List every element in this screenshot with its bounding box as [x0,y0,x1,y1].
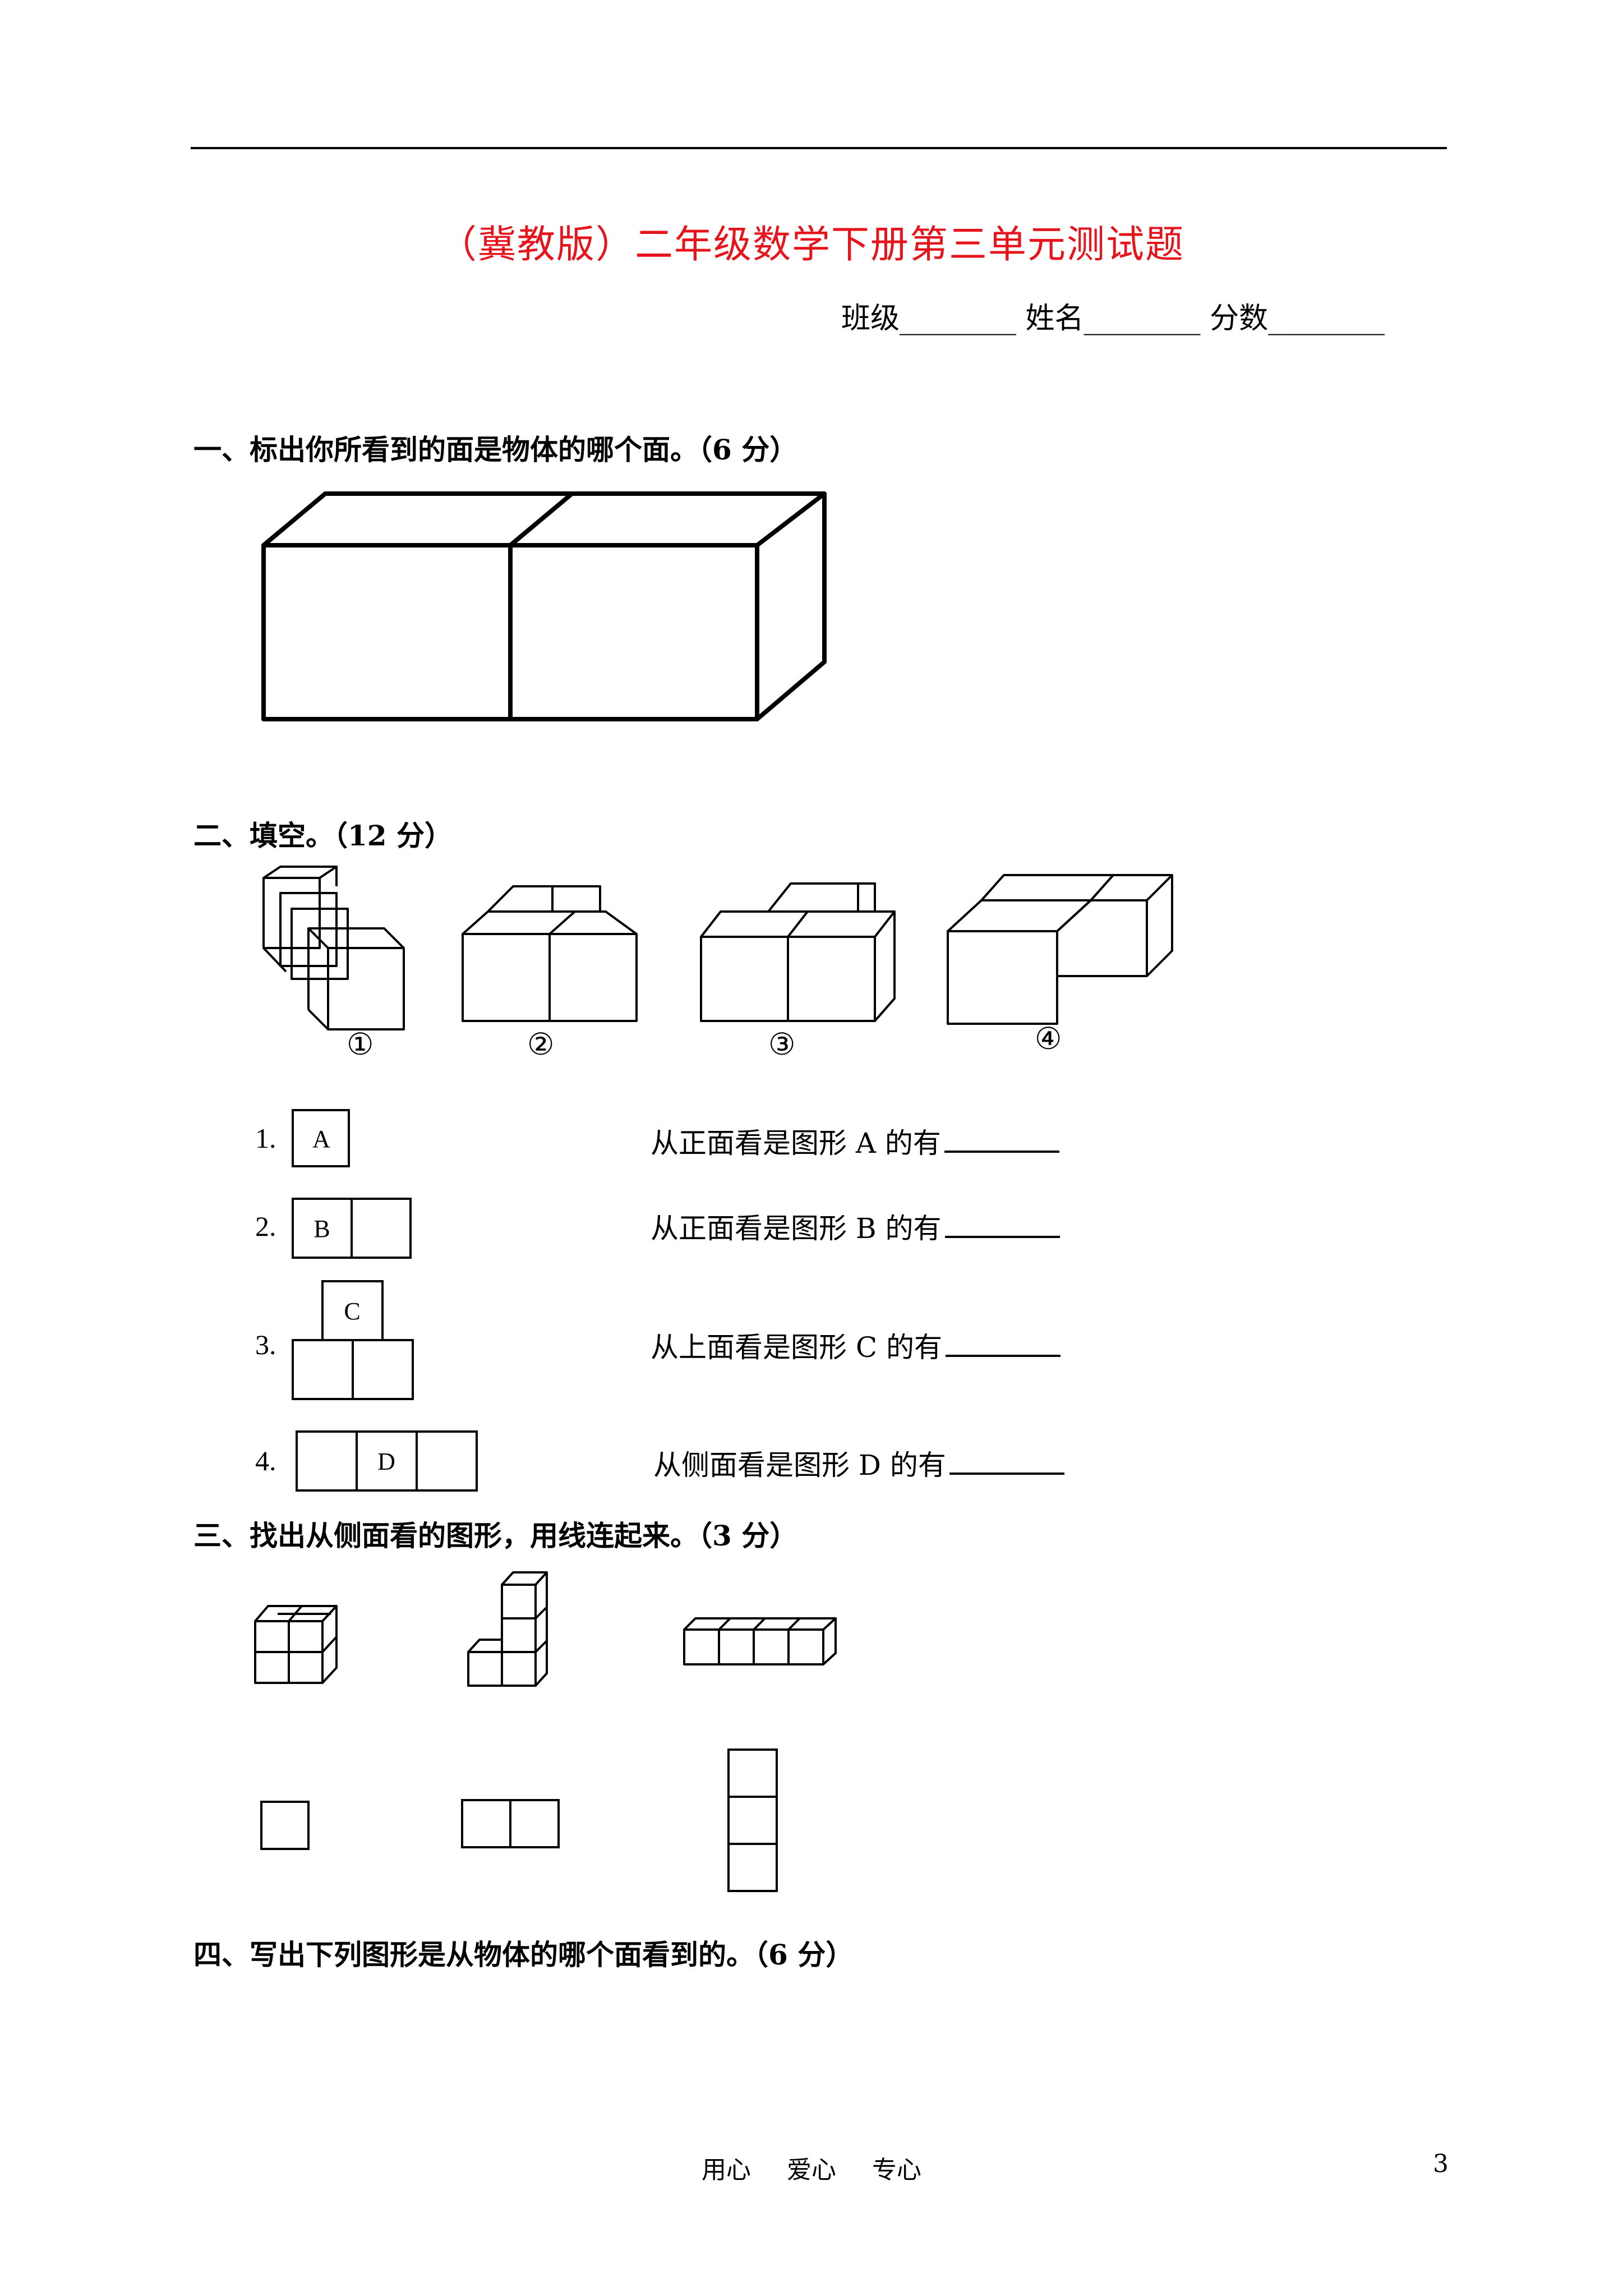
q2-figure-3 [695,872,903,1024]
footer-slogan: 用心爱心专心 [702,2156,921,2184]
shape-b-letter: B [313,1215,330,1243]
q2-heading: 二、填空。（12 分） [193,819,453,852]
q2-item-1-answer[interactable] [944,1150,1059,1153]
q2-shape-b: B [291,1197,414,1261]
q2-figure-1 [252,864,426,1032]
shape-d-letter: D [377,1448,395,1475]
class-field[interactable]: 班级________ [841,302,1017,335]
top-rule [191,147,1447,149]
q1-heading: 一、标出你所看到的面是物体的哪个面。（6 分） [193,433,798,466]
q2-figure-4 [942,864,1178,1027]
page-title: （冀教版）二年级数学下册第三单元测试题 [438,223,1184,267]
q3-object-l-shape [465,1568,555,1691]
q2-item-3-answer[interactable] [946,1354,1061,1357]
q2-figure-label-4: ④ [1035,1021,1062,1056]
q3-heading: 三、找出从侧面看的图形，用线连起来。（3 分） [193,1519,798,1552]
q2-figure-label-3: ③ [768,1027,796,1062]
q3-view-double [460,1798,561,1851]
name-field[interactable]: 姓名________ [1025,302,1201,335]
q2-shape-d: D [294,1429,479,1494]
q2-item-3-text: 从上面看是图形 C 的有 [651,1325,1061,1365]
q2-item-4-answer[interactable] [949,1472,1064,1475]
shape-a-letter: A [312,1125,330,1153]
q2-item-1-num: 1. [255,1122,276,1154]
q2-shape-a: A [291,1108,352,1170]
q2-item-2-answer[interactable] [944,1235,1060,1238]
q2-figure-2 [457,872,642,1024]
q2-figure-label-1: ① [347,1027,374,1062]
q3-object-cube-block [252,1602,342,1686]
q2-item-3-num: 3. [255,1329,276,1360]
q4-heading: 四、写出下列图形是从物体的哪个面看到的。（6 分） [193,1938,854,1971]
q3-view-single [259,1800,312,1853]
q2-figure-label-2: ② [527,1027,555,1062]
q1-figure [258,482,841,729]
q2-item-2-num: 2. [255,1211,276,1242]
q2-item-4-text: 从侧面看是图形 D 的有 [653,1443,1064,1483]
q3-object-row [681,1616,841,1669]
shape-c-letter: C [344,1297,360,1325]
q2-shape-c: C [291,1279,419,1402]
page-number: 3 [1433,2150,1449,2178]
score-field[interactable]: 分数________ [1210,302,1385,335]
q3-view-tower [726,1747,780,1896]
q2-item-2-text: 从正面看是图形 B 的有 [651,1206,1060,1246]
q2-item-1-text: 从正面看是图形 A 的有 [651,1121,1059,1161]
student-info: 班级________ 姓名________ 分数________ [841,295,1385,337]
q2-item-4-num: 4. [255,1445,276,1476]
